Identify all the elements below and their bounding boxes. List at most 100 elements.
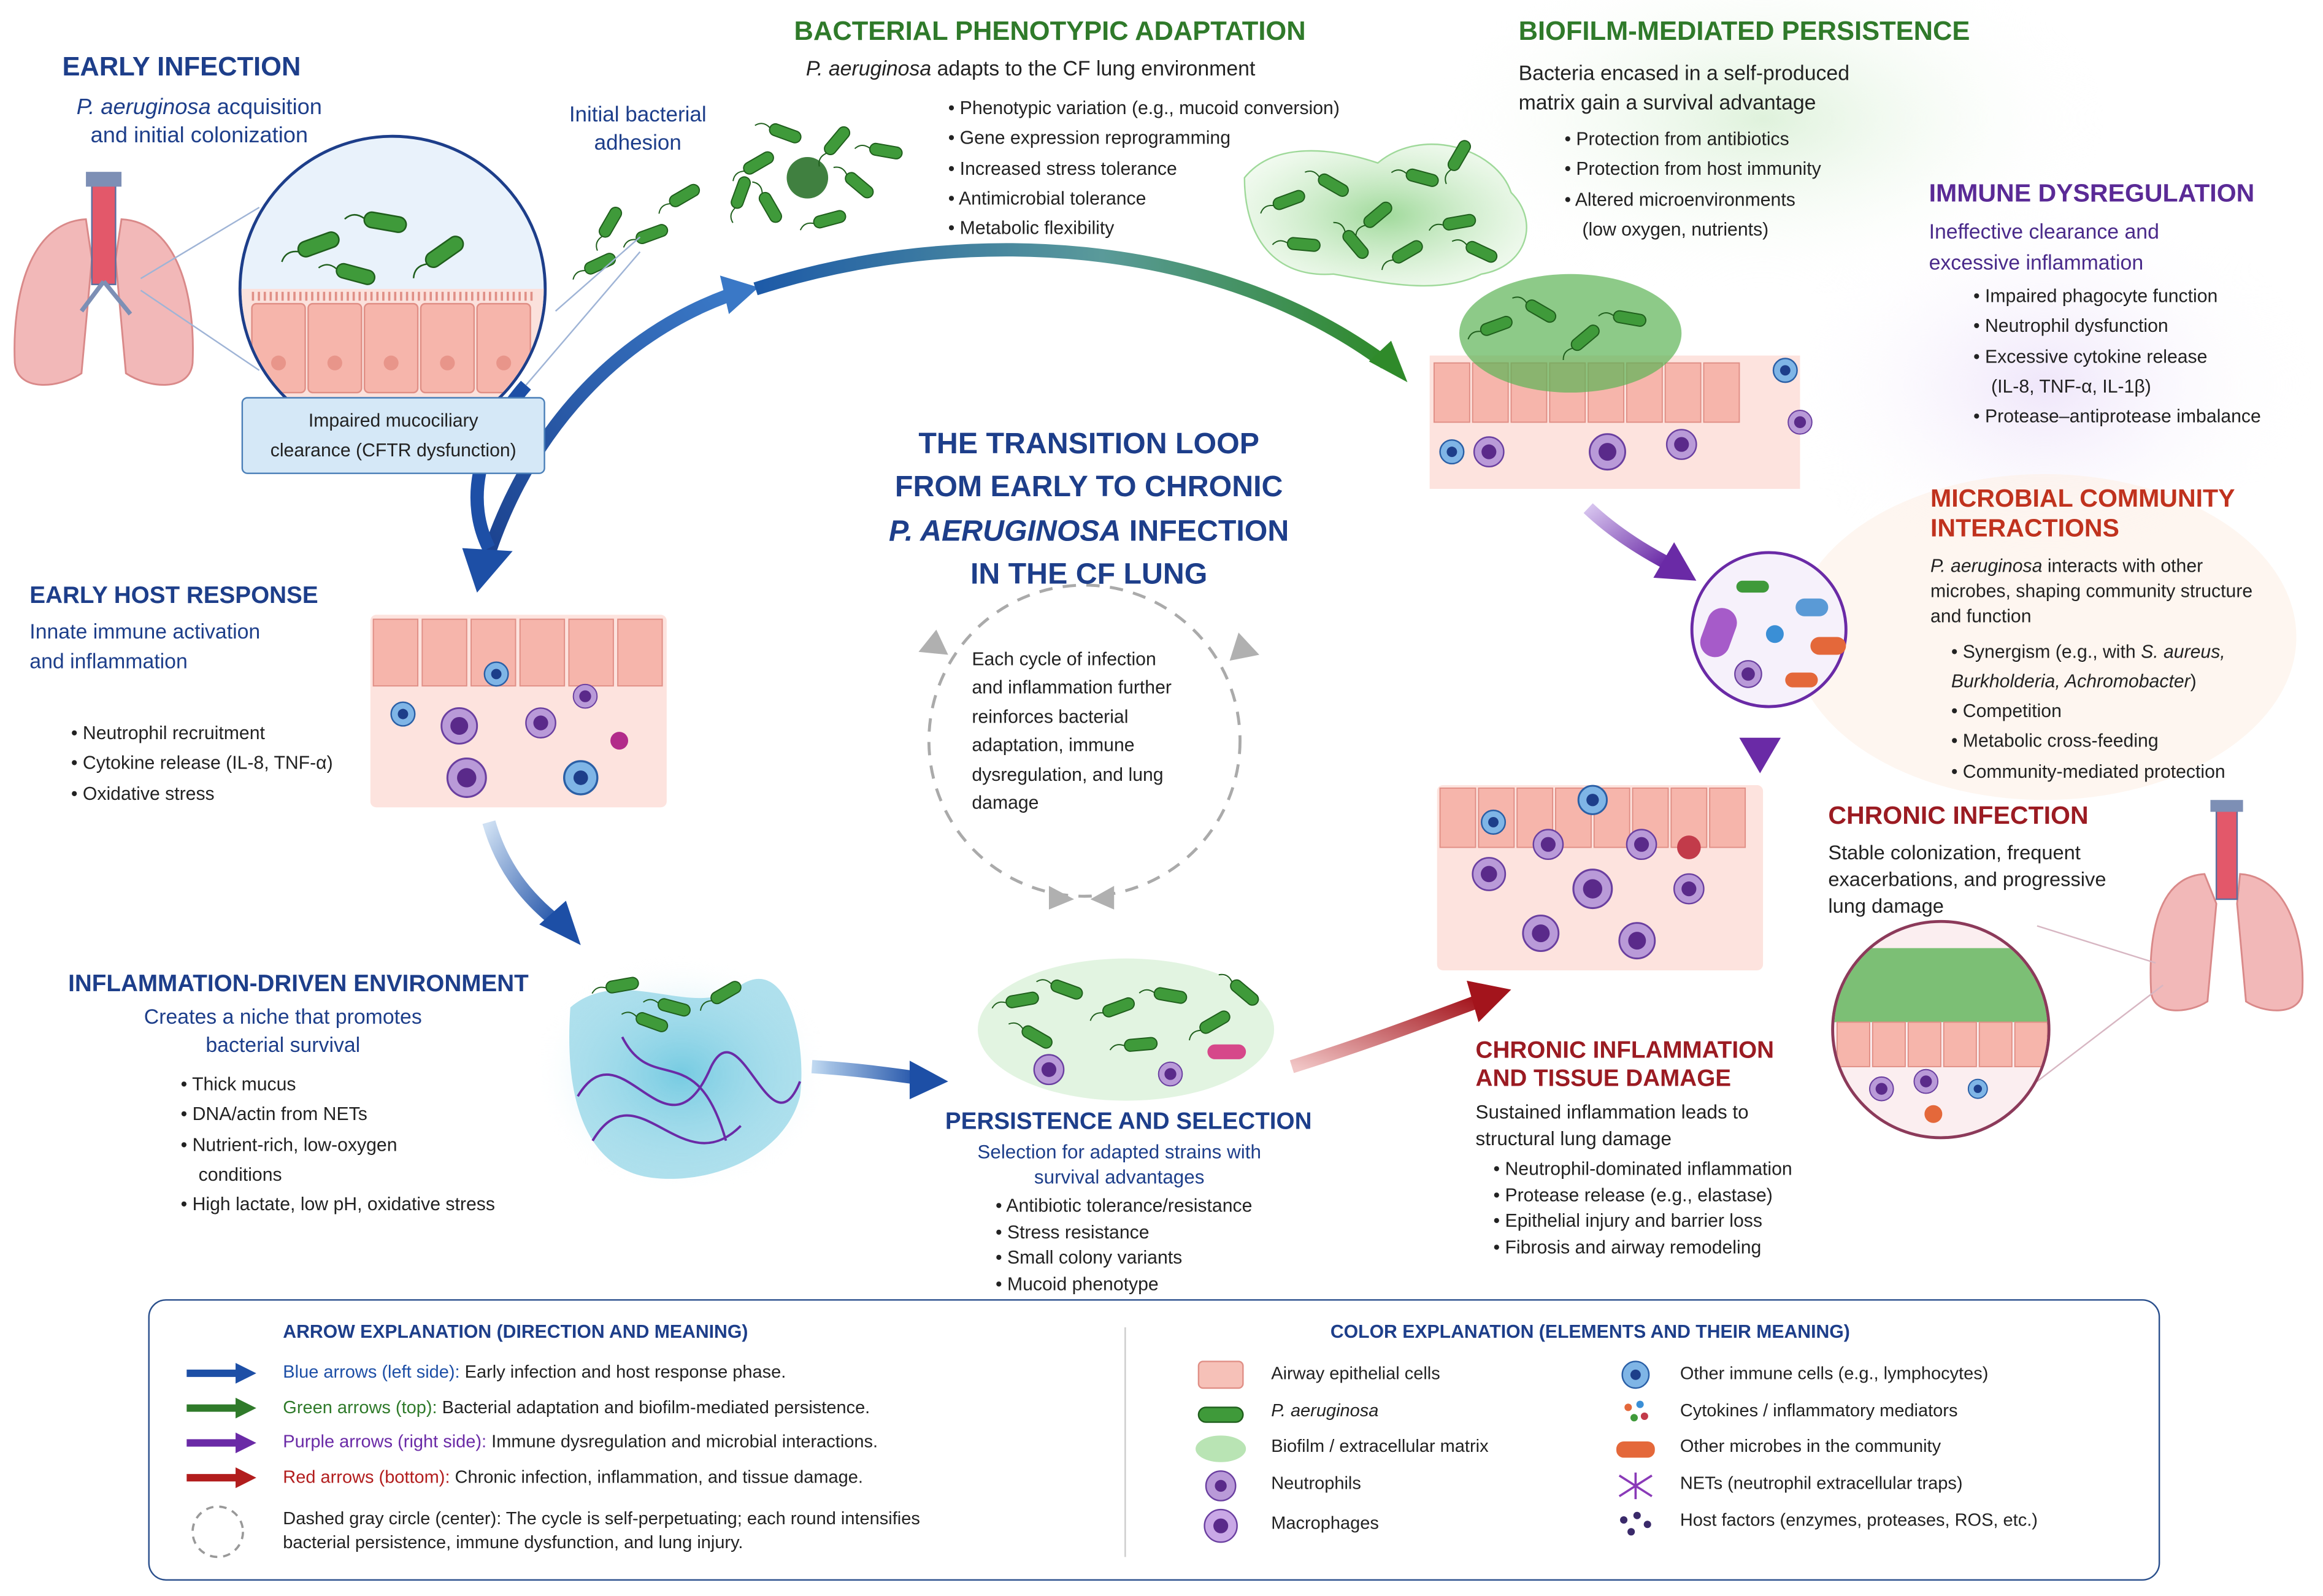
early-infection-title: EARLY INFECTION	[62, 52, 301, 82]
legend-cytokine-icon	[1624, 1400, 1648, 1422]
legend-color-left-0: Airway epithelial cells	[1271, 1362, 1440, 1384]
immune-bullets: • Impaired phagocyte function • Neutrophi…	[1952, 282, 2261, 432]
adaptation-bullet-2: • Increased stress tolerance	[948, 158, 1177, 179]
immune-bullet-4: • Protease–antiprotease imbalance	[1973, 405, 2261, 427]
legend-host-factor-icon	[1620, 1511, 1651, 1536]
legend-color-left-3: Neutrophils	[1271, 1472, 1361, 1494]
immune-bullet-1: • Neutrophil dysfunction	[1973, 316, 2168, 337]
adaptation-title: BACTERIAL PHENOTYPIC ADAPTATION	[794, 16, 1306, 46]
immune-bullet-2: • Excessive cytokine release	[1973, 345, 2208, 367]
persistence-title: PERSISTENCE AND SELECTION	[945, 1109, 1312, 1135]
legend-arrow-row-3: Red arrows (bottom): Chronic infection, …	[283, 1465, 863, 1487]
inflam-env-title: INFLAMMATION-DRIVEN ENVIRONMENT	[68, 972, 529, 997]
legend-color-right-3: NETs (neutrophil extracellular traps)	[1680, 1472, 1963, 1494]
legend-arrow-head-0	[236, 1362, 256, 1384]
cycle-text-line-2: reinforces bacterial	[972, 706, 1129, 727]
chronic-bullet-0: • Neutrophil-dominated inflammation	[1493, 1158, 1792, 1180]
early-infection-zoom-circle	[238, 134, 547, 443]
arrow-host-to-inflam	[482, 820, 564, 930]
biofilm-bullet-3: (low oxygen, nutrients)	[1582, 218, 1769, 240]
dashed-cycle-circle	[927, 583, 1242, 898]
adaptation-bullet-1: • Gene expression reprogramming	[948, 128, 1231, 149]
adaptation-bullets: • Phenotypic variation (e.g., mucoid con…	[927, 93, 1340, 244]
persistence-bullet-3: • Mucoid phenotype	[996, 1273, 1159, 1294]
legend-dashed-text: Dashed gray circle (center): The cycle i…	[283, 1508, 920, 1552]
legend-separator	[1124, 1327, 1126, 1557]
adaptation-section: BACTERIAL PHENOTYPIC ADAPTATION P. aerug…	[794, 17, 1306, 82]
biofilm-bullet-0: • Protection from antibiotics	[1564, 129, 1789, 150]
inflam-bullet-4: • High lactate, low pH, oxidative stress	[180, 1194, 495, 1215]
host-response-section: EARLY HOST RESPONSE Innate immune activa…	[29, 582, 318, 677]
persistence-bullet-1: • Stress resistance	[996, 1221, 1150, 1243]
cycle-arrowhead-2	[1229, 632, 1259, 661]
lungs-left-icon	[13, 172, 194, 386]
immune-bullet-0: • Impaired phagocyte function	[1973, 286, 2218, 307]
legend-microbe-icon	[1616, 1441, 1655, 1458]
chronic-infection-zoom-circle	[1831, 919, 2051, 1140]
adaptation-bullet-0: • Phenotypic variation (e.g., mucoid con…	[948, 98, 1340, 119]
microbial-bullet-1: • Metabolic cross-feeding	[1951, 731, 2159, 752]
immune-title: IMMUNE DYSREGULATION	[1929, 179, 2255, 208]
legend-color-left-1: P. aeruginosa	[1271, 1400, 1379, 1421]
chronic-bullet-1: • Protease release (e.g., elastase)	[1493, 1184, 1773, 1205]
arrow-head-inflam	[539, 900, 581, 945]
host-bullet-2: • Oxidative stress	[71, 783, 215, 804]
microbial-glow	[1792, 474, 2297, 800]
legend-box: ARROW EXPLANATION (DIRECTION AND MEANING…	[148, 1299, 2160, 1581]
microbial-bullet-0: • Competition	[1951, 700, 2062, 722]
cycle-arrowhead-4	[1090, 886, 1115, 910]
inflam-env-bullets: • Thick mucus• DNA/actin from NETs• Nutr…	[160, 1070, 495, 1220]
zoom-line-1	[140, 207, 260, 280]
chronic-inflam-tissue	[1437, 785, 1764, 970]
early-infection-section: EARLY INFECTION P. aeruginosa acquisitio…	[62, 52, 336, 151]
legend-color-right-4: Host factors (enzymes, proteases, ROS, e…	[1680, 1510, 2038, 1530]
adhesion-bacteria	[569, 182, 702, 283]
legend-arrow-title: ARROW EXPLANATION (DIRECTION AND MEANING…	[283, 1321, 748, 1343]
inflam-env-section: INFLAMMATION-DRIVEN ENVIRONMENT Creates …	[68, 970, 529, 1059]
cycle-text-line-1: and inflammation further	[972, 677, 1172, 699]
immune-tissue	[1429, 274, 1813, 489]
host-response-title: EARLY HOST RESPONSE	[29, 583, 318, 609]
legend-arrow-head-2	[236, 1432, 256, 1454]
chronic-bullet-2: • Epithelial injury and barrier loss	[1493, 1210, 1762, 1232]
microbial-bullets: • Synergism (e.g., with S. aureus,Burkho…	[1930, 636, 2252, 786]
adaptation-subtitle: P. aeruginosa adapts to the CF lung envi…	[805, 55, 1256, 80]
immune-glow	[1778, 192, 2311, 578]
inflam-bullet-1: • DNA/actin from NETs	[180, 1103, 367, 1125]
chronic-bullet-3: • Fibrosis and airway remodeling	[1493, 1236, 1762, 1257]
immune-section: IMMUNE DYSREGULATION Ineffective clearan…	[1929, 179, 2255, 277]
lungs-right-icon	[2149, 800, 2304, 1011]
cycle-text-line-3: adaptation, immune	[972, 735, 1135, 756]
cycle-text-line-5: damage	[972, 792, 1039, 813]
biofilm-mass	[1243, 137, 1527, 287]
arrow-head-persistence	[909, 1061, 948, 1100]
legend-dashed-circle-icon	[191, 1505, 244, 1559]
persistence-bullets: • Antibiotic tolerance/resistance• Stres…	[975, 1194, 1252, 1298]
chronic-infection-title: CHRONIC INFECTION	[1828, 801, 2089, 830]
inflam-bullet-2: • Nutrient-rich, low-oxygen	[180, 1134, 397, 1155]
arrow-adaptation-to-biofilm	[753, 243, 1389, 369]
legend-epithelial-swatch	[1197, 1360, 1244, 1389]
arrow-immune-to-microbial	[1583, 503, 1670, 569]
inflam-env-mucus	[533, 955, 830, 1193]
legend-color-left-2: Biofilm / extracellular matrix	[1271, 1435, 1489, 1457]
legend-nets-icon	[1618, 1472, 1653, 1500]
legend-color-left-4: Macrophages	[1271, 1512, 1379, 1533]
microbial-community-circle	[1690, 551, 1848, 708]
arrow-clearance-to-adhesion	[475, 290, 729, 580]
chronic-zoom-line-2	[2037, 984, 2164, 1083]
cycle-arrowhead-3	[1048, 886, 1075, 910]
biofilm-title: BIOFILM-MEDIATED PERSISTENCE	[1518, 16, 1970, 46]
persistence-cluster	[978, 958, 1275, 1101]
microbial-desc: P. aeruginosa interacts with other micro…	[1930, 555, 2253, 627]
